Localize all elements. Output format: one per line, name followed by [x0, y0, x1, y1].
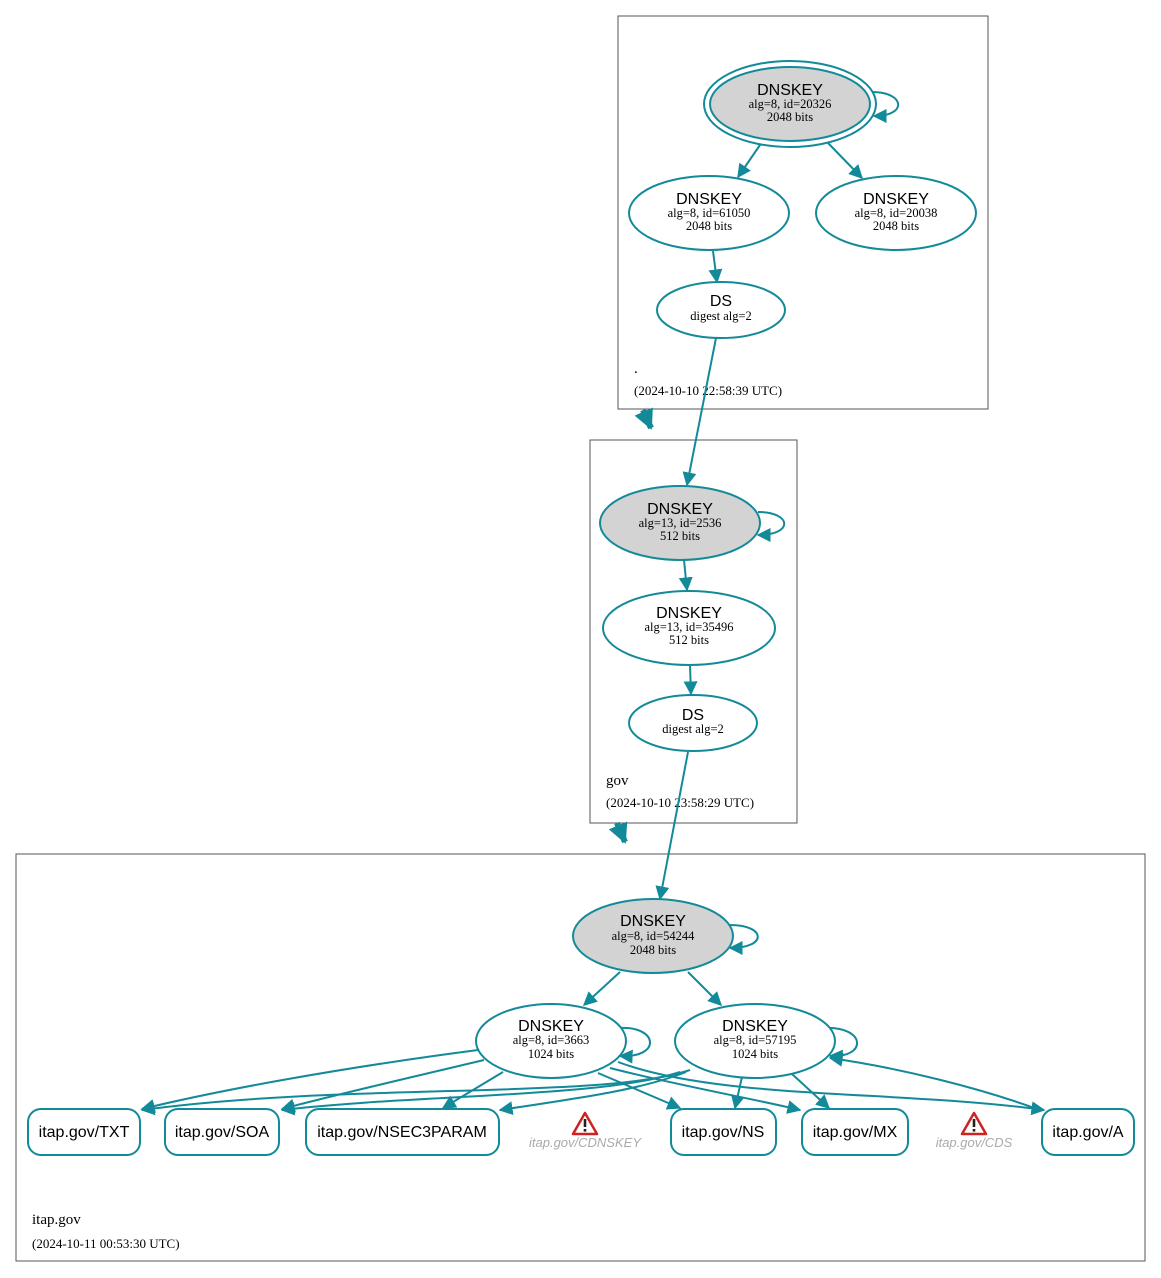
gov-ds-node: DS digest alg=2: [628, 694, 758, 752]
missing-cds-label: itap.gov/CDS: [936, 1135, 1013, 1150]
root-ksk-bits: 2048 bits: [767, 110, 813, 124]
rrset-nsec3param-node: itap.gov/NSEC3PARAM: [305, 1108, 500, 1156]
root-zsk1-bits: 2048 bits: [686, 219, 732, 233]
edge-root-ksk-zsk2: [827, 142, 863, 180]
root-zsk2-id: alg=8, id=20038: [855, 206, 938, 220]
edge-itap-ksk-zsk1: [582, 971, 621, 1006]
itap-zsk2-bits: 1024 bits: [732, 1047, 778, 1061]
root-ksk-title: DNSKEY: [757, 82, 823, 99]
rrset-soa-label: itap.gov/SOA: [175, 1124, 270, 1141]
rrset-txt-node: itap.gov/TXT: [27, 1108, 141, 1156]
rrset-ns-node: itap.gov/NS: [670, 1108, 777, 1156]
root-zsk2-bits: 2048 bits: [873, 219, 919, 233]
rrset-nsec3param-label: itap.gov/NSEC3PARAM: [317, 1124, 487, 1141]
edge-itap-zsk1-self: [618, 1026, 651, 1064]
itap-zsk1-id: alg=8, id=3663: [513, 1033, 590, 1047]
edge-a-zsk2: [828, 1052, 1041, 1111]
edge-zsk1-mx: [609, 1067, 802, 1114]
rrset-txt-label: itap.gov/TXT: [39, 1124, 130, 1141]
root-zsk2-title: DNSKEY: [863, 191, 929, 208]
root-zsk2-node: DNSKEY alg=8, id=20038 2048 bits: [815, 175, 977, 251]
rrset-a-label: itap.gov/A: [1052, 1124, 1123, 1141]
edge-zsk1-a: [617, 1061, 1046, 1116]
missing-cdnskey-label: itap.gov/CDNSKEY: [529, 1135, 642, 1150]
gov-ksk-bits: 512 bits: [660, 529, 700, 543]
zone-gov-timestamp: (2024-10-10 23:58:29 UTC): [606, 795, 754, 810]
rrset-mx-label: itap.gov/MX: [813, 1124, 898, 1141]
itap-zsk1-node: DNSKEY alg=8, id=3663 1024 bits: [475, 1003, 627, 1079]
rrset-a-node: itap.gov/A: [1041, 1108, 1135, 1156]
rrset-mx-node: itap.gov/MX: [801, 1108, 909, 1156]
root-zsk1-title: DNSKEY: [676, 191, 742, 208]
gov-zsk-node: DNSKEY alg=13, id=35496 512 bits: [602, 590, 776, 666]
root-ds-digest: digest alg=2: [690, 309, 752, 323]
edge-itap-ksk-zsk2: [687, 971, 722, 1006]
delegation-root-gov: [634, 407, 654, 430]
zone-gov-name: gov: [606, 773, 629, 789]
gov-ksk-title: DNSKEY: [647, 501, 713, 518]
rrset-soa-node: itap.gov/SOA: [164, 1108, 280, 1156]
rrset-ns-label: itap.gov/NS: [682, 1124, 765, 1141]
gov-ksk-id: alg=13, id=2536: [639, 516, 722, 530]
edge-gov-ksk-zsk: [678, 559, 693, 592]
itap-zsk2-id: alg=8, id=57195: [714, 1033, 797, 1047]
edge-root-ksk-zsk1: [737, 144, 761, 179]
root-ksk-node: DNSKEY alg=8, id=20326 2048 bits: [703, 60, 877, 148]
missing-cdnskey-node: itap.gov/CDNSKEY: [529, 1111, 642, 1150]
gov-ds-title: DS: [682, 707, 704, 724]
root-ksk-id: alg=8, id=20326: [749, 97, 832, 111]
edge-root-ds-gov-ksk: [682, 337, 717, 487]
itap-ksk-title: DNSKEY: [620, 913, 686, 930]
zone-root-name: .: [634, 361, 638, 377]
edge-root-ksk-self: [871, 91, 900, 123]
gov-ksk-node: DNSKEY alg=13, id=2536 512 bits: [599, 485, 761, 561]
zone-itap-box: [15, 853, 1146, 1262]
root-ds-title: DS: [710, 293, 732, 310]
edge-zsk2-nsec3param: [498, 1071, 687, 1116]
warning-icon: [571, 1111, 599, 1136]
edge-gov-ds-itap-ksk: [655, 751, 689, 901]
zone-itap-timestamp: (2024-10-11 00:53:30 UTC): [32, 1236, 180, 1251]
edge-zsk2-soa: [280, 1071, 681, 1116]
itap-ksk-id: alg=8, id=54244: [612, 929, 696, 943]
edge-root-zsk1-ds: [708, 250, 723, 284]
gov-zsk-bits: 512 bits: [669, 633, 709, 647]
zone-root-timestamp: (2024-10-10 22:58:39 UTC): [634, 383, 782, 398]
missing-cds-node: itap.gov/CDS: [936, 1111, 1013, 1150]
edge-itap-ksk-self: [728, 924, 759, 955]
root-zsk1-node: DNSKEY alg=8, id=61050 2048 bits: [628, 175, 790, 251]
edge-zsk1-soa: [280, 1059, 485, 1113]
warning-icon: [960, 1111, 988, 1136]
gov-zsk-id: alg=13, id=35496: [644, 620, 733, 634]
zone-gov-box: [589, 439, 798, 824]
itap-zsk1-title: DNSKEY: [518, 1018, 584, 1035]
root-ds-node: DS digest alg=2: [656, 281, 786, 339]
gov-ds-digest: digest alg=2: [662, 722, 724, 736]
itap-zsk1-bits: 1024 bits: [528, 1047, 574, 1061]
edge-zsk2-mx: [791, 1073, 831, 1109]
zone-root-box: [617, 15, 989, 410]
itap-ksk-bits: 2048 bits: [630, 943, 676, 957]
edge-gov-ksk-self: [756, 511, 786, 542]
zone-itap-name: itap.gov: [32, 1212, 81, 1228]
delegation-gov-itap: [608, 821, 628, 844]
edge-gov-zsk-ds: [683, 664, 698, 696]
root-zsk1-id: alg=8, id=61050: [668, 206, 751, 220]
itap-zsk2-title: DNSKEY: [722, 1018, 788, 1035]
itap-ksk-node: DNSKEY alg=8, id=54244 2048 bits: [572, 898, 734, 974]
itap-zsk2-node: DNSKEY alg=8, id=57195 1024 bits: [674, 1003, 836, 1079]
edge-zsk1-txt: [140, 1049, 479, 1113]
gov-zsk-title: DNSKEY: [656, 605, 722, 622]
edge-zsk1-ns: [597, 1072, 682, 1110]
edge-zsk2-ns: [730, 1076, 745, 1110]
